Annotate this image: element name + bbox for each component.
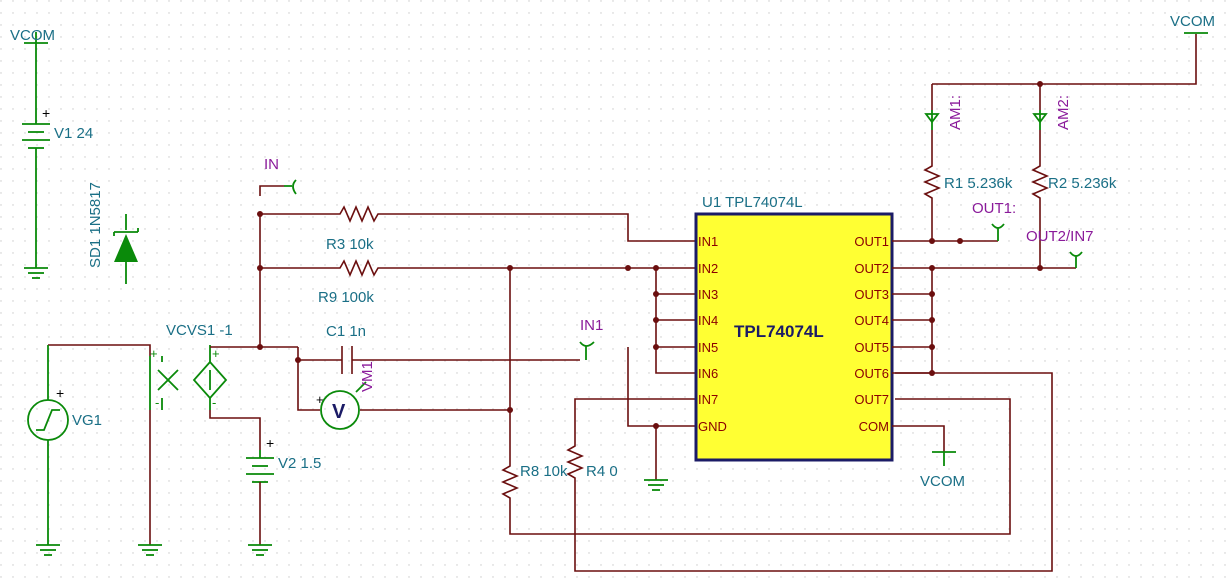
net-in-flag xyxy=(284,179,297,195)
pin-right-label: OUT7 xyxy=(854,392,889,407)
vcvs1-in-plus-sign: + xyxy=(150,346,158,361)
u1-label: U1 TPL74074L xyxy=(702,194,803,211)
r9-resistor[interactable] xyxy=(322,258,388,278)
v1-label: V1 24 xyxy=(54,125,93,142)
r4-resistor[interactable] xyxy=(565,420,585,500)
pin-left-label: IN4 xyxy=(698,313,718,328)
pin-left-label: IN1 xyxy=(698,234,718,249)
vg1-label: VG1 xyxy=(72,412,102,429)
pin-left-label: IN3 xyxy=(698,287,718,302)
pin-left-label: IN2 xyxy=(698,261,718,276)
c1-label: C1 1n xyxy=(326,323,366,340)
v1-battery[interactable] xyxy=(22,32,50,279)
net-in-label: IN xyxy=(264,156,279,173)
ground-chip xyxy=(644,479,668,491)
r3-label: R3 10k xyxy=(326,236,374,253)
pin-left-label: IN5 xyxy=(698,340,718,355)
vcvs1-label: VCVS1 -1 xyxy=(166,322,233,339)
chip-name: TPL74074L xyxy=(734,322,824,341)
pin-right-label: OUT3 xyxy=(854,287,889,302)
pin-left-label: IN6 xyxy=(698,366,718,381)
vcvs1-source[interactable] xyxy=(138,345,228,556)
r8-resistor[interactable] xyxy=(500,460,520,500)
vcvs1-out-minus-sign: - xyxy=(212,395,216,410)
v1-plus-sign: + xyxy=(42,105,50,121)
c1-capacitor[interactable] xyxy=(318,346,380,374)
vm1-voltmeter[interactable]: V xyxy=(320,381,367,430)
wires-left xyxy=(210,185,1053,572)
resistor-top[interactable] xyxy=(322,204,388,224)
am1-ammeter[interactable] xyxy=(924,110,940,130)
sd1-label: SD1 1N5817 xyxy=(87,182,104,268)
pin-left-label: GND xyxy=(698,419,727,434)
svg-text:V: V xyxy=(332,401,346,423)
r1-resistor[interactable] xyxy=(922,160,942,214)
pin-right-label: OUT2 xyxy=(854,261,889,276)
am1-label: AM1: xyxy=(947,95,964,130)
u1-chip[interactable] xyxy=(694,212,894,462)
vm1-plus-sign: + xyxy=(316,392,324,407)
pin-right-label: OUT6 xyxy=(854,366,889,381)
pin-left-label: IN7 xyxy=(698,392,718,407)
v2-label: V2 1.5 xyxy=(278,455,321,472)
v2-plus-sign: + xyxy=(266,435,274,451)
sd1-diode[interactable] xyxy=(113,214,139,284)
pin-right-label: OUT5 xyxy=(854,340,889,355)
r2-label: R2 5.236k xyxy=(1048,175,1117,192)
vcvs1-out-plus-sign: + xyxy=(212,346,220,361)
am2-label: AM2: xyxy=(1055,95,1072,130)
net-out2-flag xyxy=(1069,251,1083,268)
vcom-left-label: VCOM xyxy=(10,27,55,44)
pin-right-label: OUT1 xyxy=(854,234,889,249)
pin-right-label: COM xyxy=(859,419,889,434)
vcom-right-label: VCOM xyxy=(1170,13,1215,30)
r1-label: R1 5.236k xyxy=(944,175,1013,192)
pin-right-label: OUT4 xyxy=(854,313,889,328)
v2-battery[interactable] xyxy=(209,410,274,556)
r4-label: R4 0 xyxy=(586,463,618,480)
vcom-bottom-label: VCOM xyxy=(920,473,965,490)
vcvs1-in-minus-sign: - xyxy=(155,395,159,410)
wires-right xyxy=(892,34,1197,452)
vg1-source[interactable] xyxy=(27,344,151,556)
junction-dots xyxy=(257,81,1043,429)
net-in1-label: IN1 xyxy=(580,317,603,334)
net-out1-flag xyxy=(991,223,1005,241)
chip-pins-left: IN1 IN2 IN3 IN4 IN5 IN6 IN7 GND xyxy=(698,234,727,434)
am2-ammeter[interactable] xyxy=(1032,110,1048,130)
net-out2-label: OUT2/IN7 xyxy=(1026,228,1094,245)
r2-resistor[interactable] xyxy=(1030,160,1050,214)
vg1-plus-sign: + xyxy=(56,385,64,401)
net-in1-flag xyxy=(579,341,595,360)
vm1-label: VM1 xyxy=(359,361,376,392)
chip-pins-right: OUT1 OUT2 OUT3 OUT4 OUT5 OUT6 OUT7 COM xyxy=(854,234,889,434)
r8-label: R8 10k xyxy=(520,463,568,480)
net-out1-label: OUT1: xyxy=(972,200,1016,217)
r9-label: R9 100k xyxy=(318,289,374,306)
